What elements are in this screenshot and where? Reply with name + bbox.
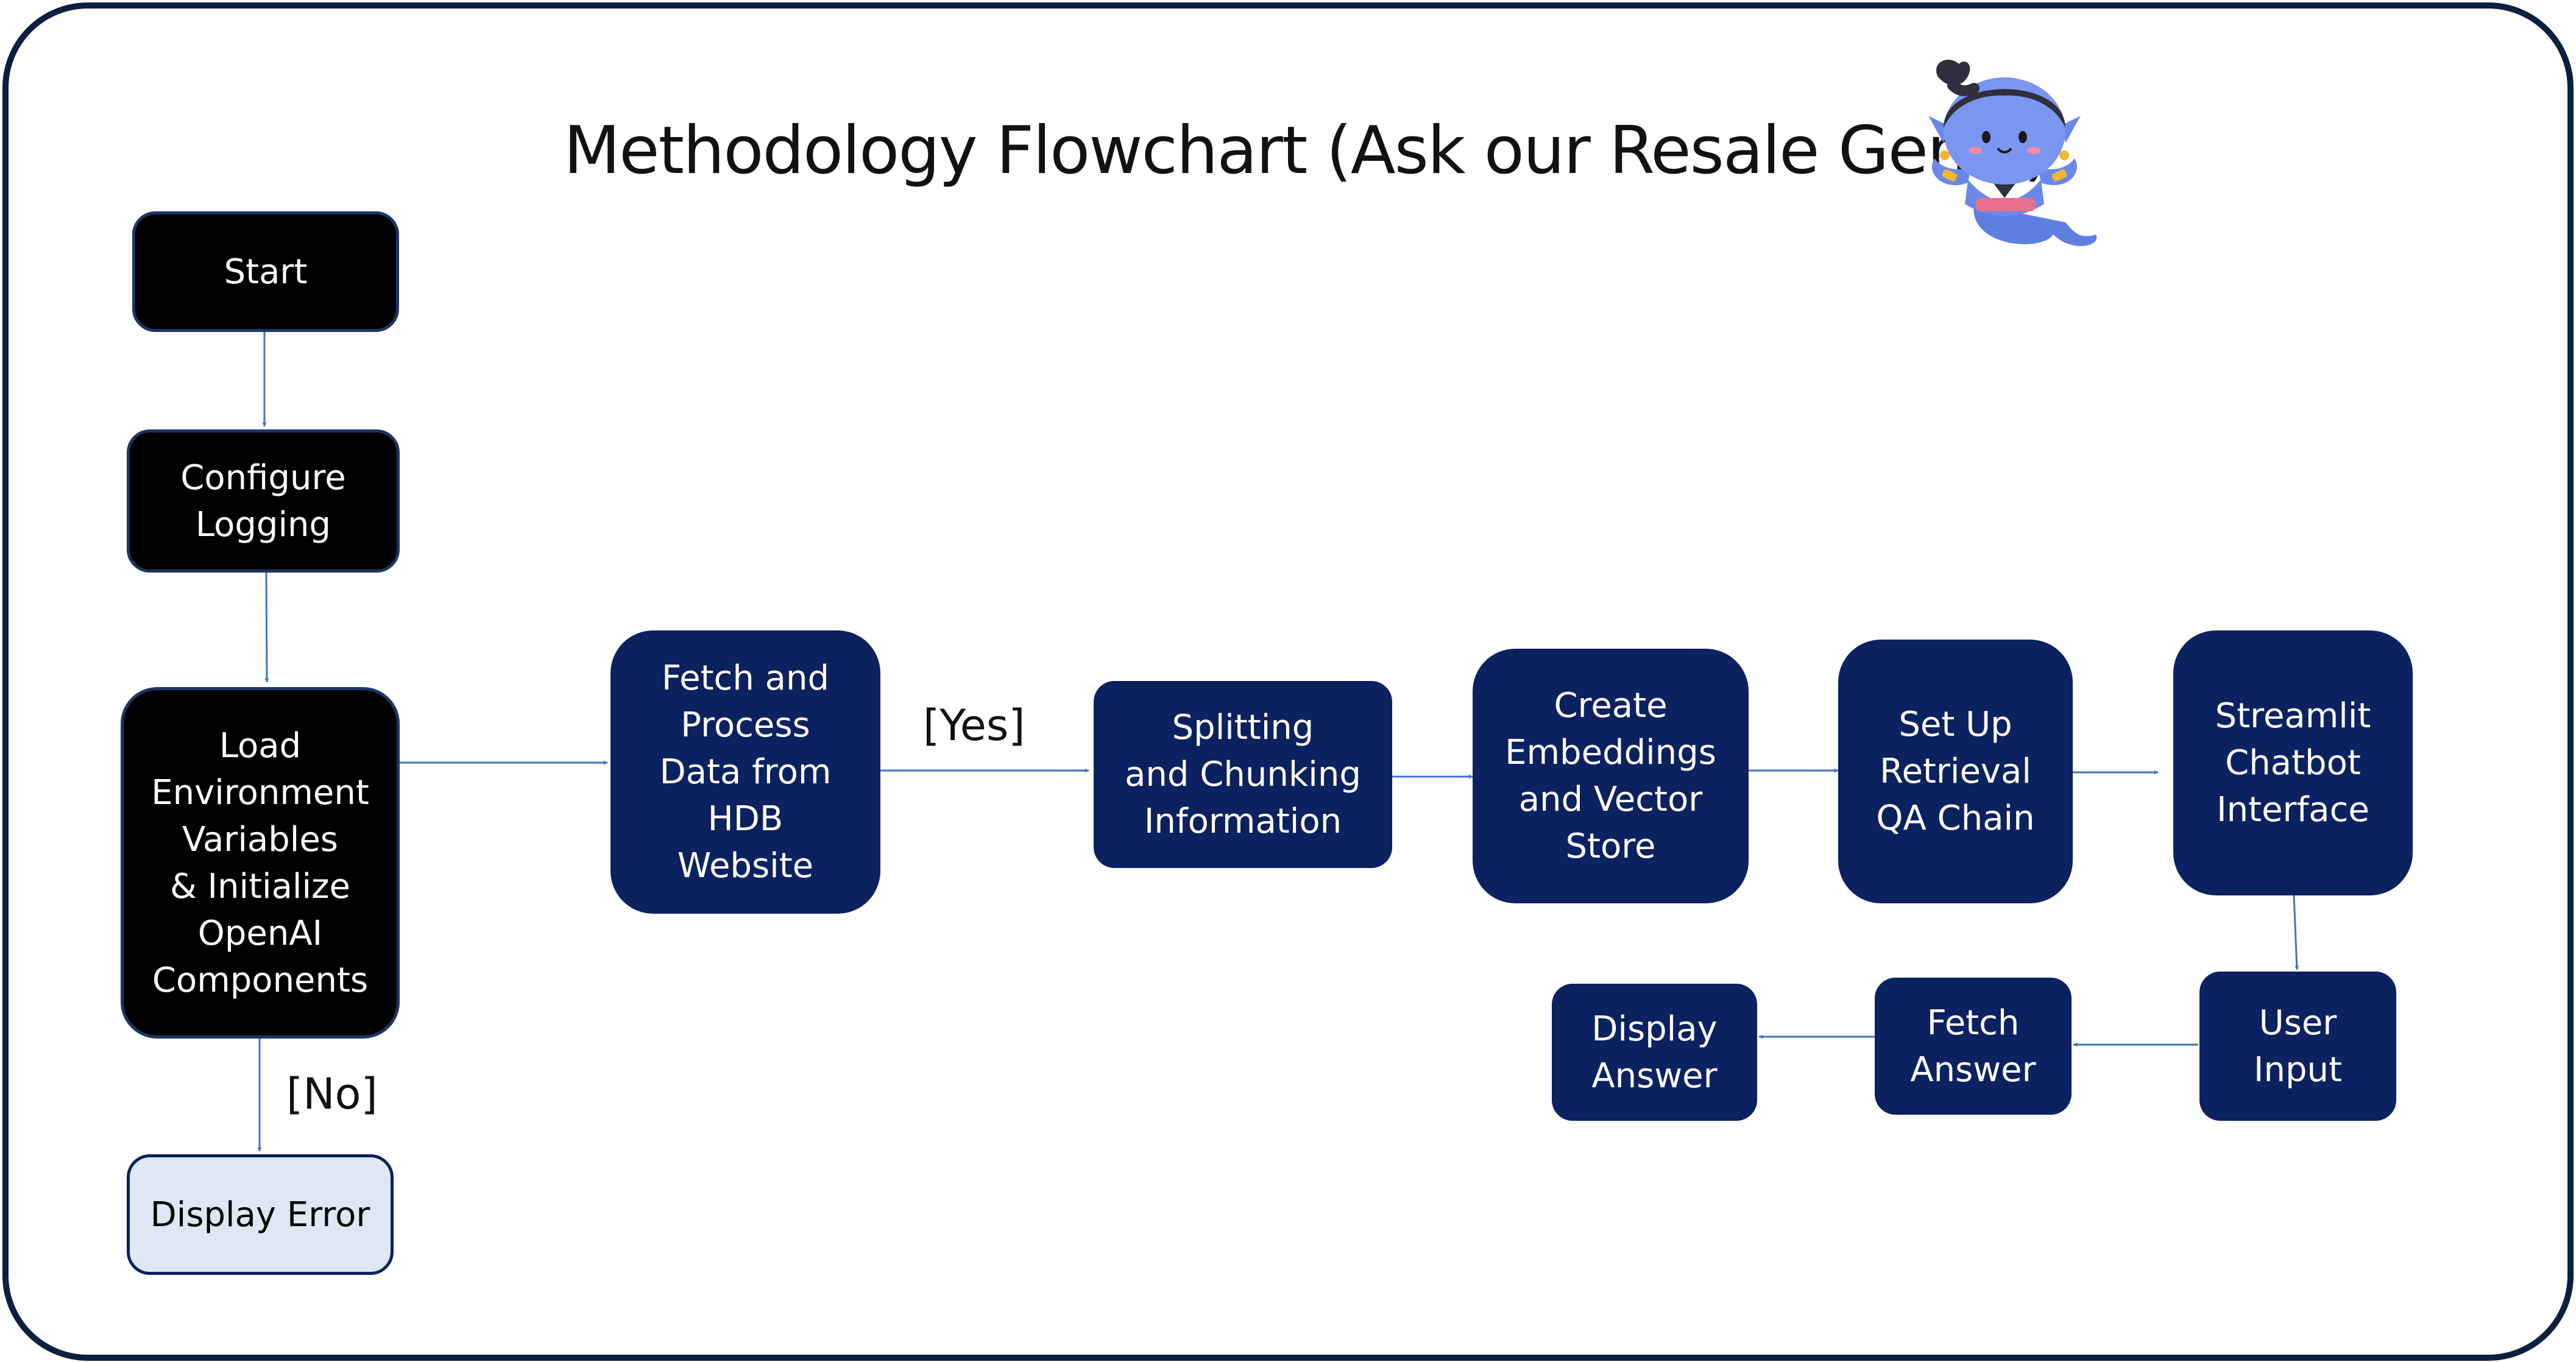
genie-mascot-icon [1928, 59, 2097, 246]
arrow-streamlit-to-input [2293, 895, 2299, 970]
node-fetch-process-data: Fetch and Process Data from HDB Website [610, 630, 880, 914]
condition-yes-label: [Yes] [923, 700, 1025, 750]
node-load-environment: Load Environment Variables & Initialize … [121, 687, 400, 1039]
node-start: Start [132, 211, 399, 332]
node-create-embeddings: Create Embeddings and Vector Store [1473, 649, 1749, 903]
arrow-logging-to-load [264, 572, 269, 683]
condition-no-label: [No] [286, 1069, 378, 1119]
node-streamlit-interface: Streamlit Chatbot Interface [2173, 630, 2413, 895]
page-title: Methodology Flowchart (Ask our Resale Ge… [564, 113, 2050, 189]
node-fetch-answer: Fetch Answer [1875, 978, 2072, 1115]
node-retrieval-qa-chain: Set Up Retrieval QA Chain [1838, 640, 2073, 903]
node-display-error: Display Error [127, 1154, 394, 1275]
node-configure-logging: Configure Logging [127, 429, 400, 573]
node-user-input: User Input [2199, 972, 2396, 1121]
node-display-answer: Display Answer [1552, 984, 1757, 1121]
node-splitting-chunking: Splitting and Chunking Information [1094, 681, 1392, 868]
